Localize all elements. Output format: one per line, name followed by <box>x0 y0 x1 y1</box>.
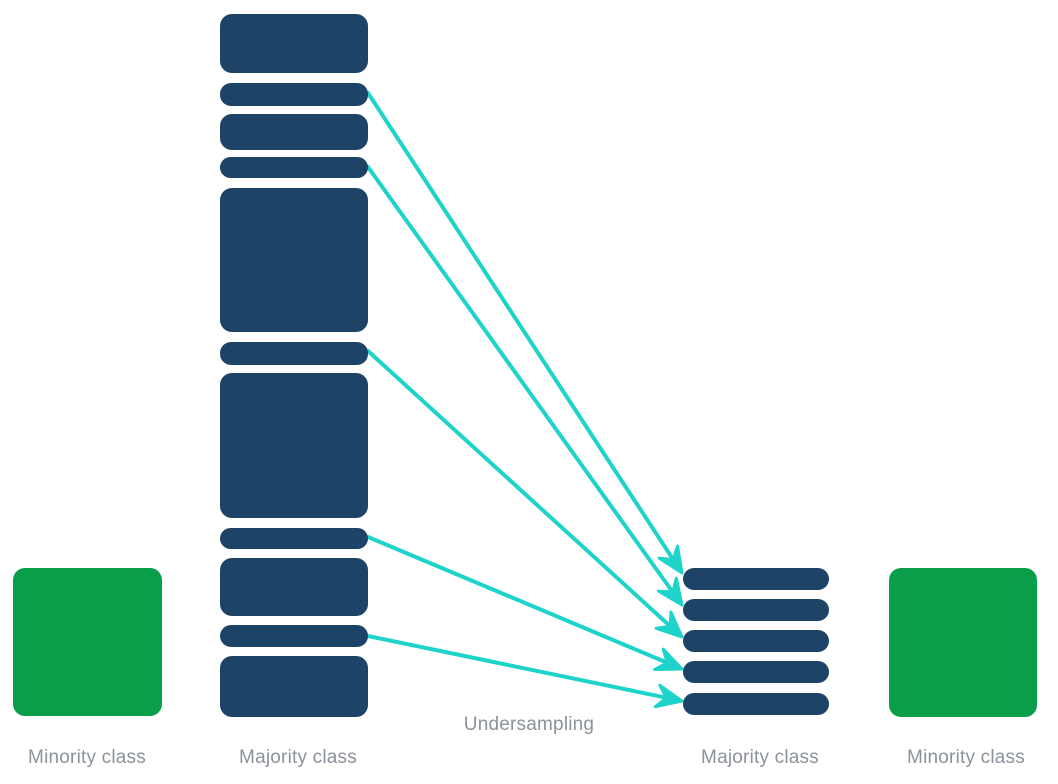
label-minority-class-left: Minority class <box>28 747 146 768</box>
label-majority-class-right: Majority class <box>701 747 819 768</box>
majority-sample-block-kept <box>683 693 829 715</box>
majority-sample-block-kept <box>683 568 829 590</box>
arrowhead-icon <box>657 544 684 575</box>
undersample-arrow-line <box>366 165 674 593</box>
undersample-arrow-line <box>366 349 671 627</box>
minority-class-square-left <box>13 568 162 716</box>
majority-sample-block <box>220 14 368 73</box>
majority-sample-block-kept <box>683 599 829 621</box>
majority-sample-block <box>220 625 368 647</box>
majority-sample-block <box>220 342 368 365</box>
label-majority-class-left: Majority class <box>239 747 357 768</box>
arrowhead-icon <box>654 610 684 639</box>
undersample-arrow-line <box>366 535 668 665</box>
majority-sample-block <box>220 558 368 616</box>
majority-sample-block-kept <box>683 630 829 652</box>
majority-sample-block <box>220 157 368 178</box>
majority-sample-block <box>220 83 368 106</box>
arrowhead-icon <box>653 683 684 709</box>
majority-sample-block <box>220 528 368 549</box>
majority-sample-block <box>220 114 368 150</box>
minority-class-square-right <box>889 568 1037 717</box>
majority-sample-block <box>220 373 368 518</box>
label-minority-class-right: Minority class <box>907 747 1025 768</box>
majority-sample-block-kept <box>683 661 829 683</box>
undersample-arrow-line <box>366 91 675 560</box>
majority-sample-block <box>220 656 368 717</box>
arrowhead-icon <box>656 576 684 607</box>
undersample-arrow-line <box>366 634 667 700</box>
label-undersampling-caption: Undersampling <box>463 714 595 735</box>
arrowhead-icon <box>653 647 684 671</box>
majority-sample-block <box>220 188 368 332</box>
